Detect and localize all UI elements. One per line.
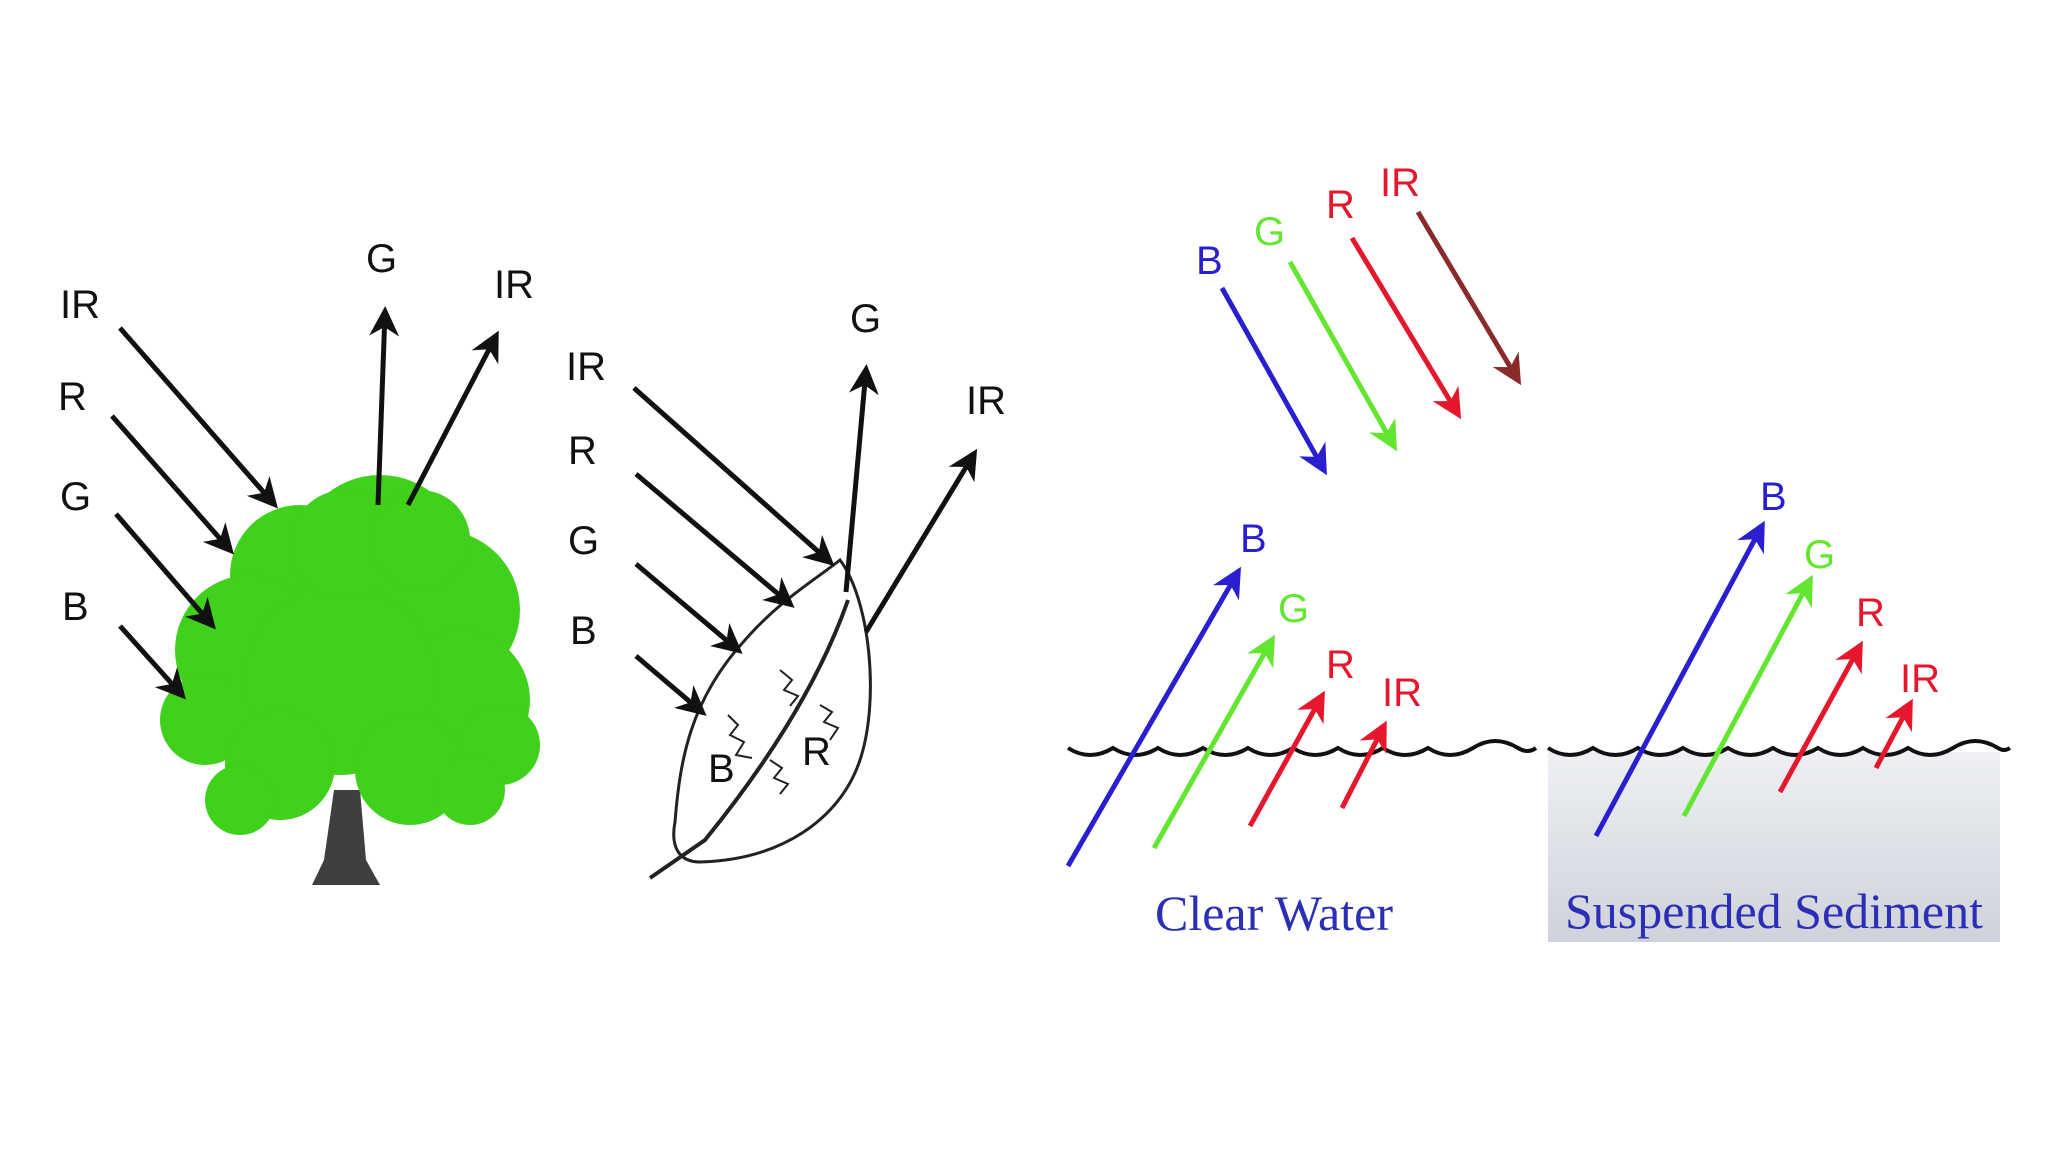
tree-incoming-label-r: R <box>58 375 87 419</box>
leaf-reflected-label-g: G <box>850 297 881 341</box>
tree-incoming-label-b: B <box>62 585 89 629</box>
sediment-label-ir: IR <box>1900 657 1940 701</box>
clear-water-surface <box>1066 739 1538 757</box>
leaf-panel: B R IR R G B G IR <box>566 297 1006 880</box>
incident-arrow-ir <box>1415 210 1522 386</box>
sediment-label-b: B <box>1760 475 1787 519</box>
leaf-incoming-label-ir: IR <box>566 345 606 389</box>
clear-water-panel: B G R IR Clear Water <box>1065 517 1538 941</box>
leaf-reflected-arrow-g <box>843 364 879 593</box>
leaf-incoming-arrow-ir <box>632 386 835 566</box>
sediment-label-g: G <box>1804 533 1835 577</box>
tree-incoming-arrow-ir <box>118 326 278 509</box>
clear-water-label-b: B <box>1240 517 1267 561</box>
incident-label-b: B <box>1196 239 1223 283</box>
leaf-incoming-label-g: G <box>568 519 599 563</box>
tree-incoming-arrow-b <box>118 624 187 700</box>
sediment-label-r: R <box>1856 591 1885 635</box>
leaf-incoming-label-b: B <box>570 609 597 653</box>
clear-water-label-g: G <box>1278 587 1309 631</box>
leaf-midrib <box>648 599 850 880</box>
tree-reflected-label-ir: IR <box>494 263 534 307</box>
clear-water-arrow-r <box>1247 690 1325 828</box>
incident-label-g: G <box>1254 210 1285 254</box>
sediment-panel: B G R IR Suspended Sediment <box>1546 475 2012 942</box>
leaf-absorbed-label-b: B <box>708 747 735 791</box>
leaf-absorbed-label-r: R <box>802 730 831 774</box>
leaf-zigzag-vein <box>779 669 800 707</box>
clear-water-arrow-b <box>1065 566 1242 868</box>
clear-water-arrow-g <box>1151 634 1275 850</box>
clear-water-label-ir: IR <box>1382 671 1422 715</box>
tree-reflected-label-g: G <box>366 237 397 281</box>
tree-incoming-label-ir: IR <box>60 283 100 327</box>
leaf-zigzag-vein <box>769 759 790 795</box>
leaf-incoming-arrow-r <box>634 472 795 608</box>
tree-trunk <box>312 790 380 885</box>
incident-arrow-r <box>1349 236 1462 420</box>
tree-canopy <box>160 475 540 835</box>
tree-incoming-arrow-r <box>110 414 234 555</box>
sediment-arrow-g <box>1681 574 1813 818</box>
clear-water-caption: Clear Water <box>1155 885 1393 941</box>
tree-panel: IR R G B G IR <box>58 237 540 885</box>
incident-light-panel: B G R IR <box>1196 161 1522 476</box>
leaf-zigzag-vein <box>819 704 840 741</box>
incident-label-ir: IR <box>1380 161 1420 205</box>
sediment-water-surface <box>1546 739 2012 757</box>
leaf-incoming-label-r: R <box>568 429 597 473</box>
sediment-arrow-b <box>1593 520 1765 838</box>
sediment-arrow-ir <box>1873 698 1913 770</box>
tree-reflected-arrow-ir <box>405 330 499 507</box>
leaf-zigzag-vein <box>727 714 753 759</box>
sediment-arrow-r <box>1777 640 1863 794</box>
incident-arrow-b <box>1219 286 1327 476</box>
leaf-outline <box>672 557 872 864</box>
leaf-reflected-arrow-ir <box>863 448 978 634</box>
clear-water-arrow-ir <box>1339 720 1387 810</box>
incident-arrow-g <box>1287 260 1397 452</box>
clear-water-label-r: R <box>1326 643 1355 687</box>
tree-incoming-label-g: G <box>60 475 91 519</box>
leaf-incoming-arrow-b <box>634 654 707 716</box>
leaf-incoming-arrow-g <box>634 562 743 654</box>
sediment-caption: Suspended Sediment <box>1565 883 1983 939</box>
tree-reflected-arrow-g <box>369 306 400 506</box>
tree-incoming-arrow-g <box>114 512 216 630</box>
leaf-reflected-label-ir: IR <box>966 379 1006 423</box>
incident-label-r: R <box>1326 183 1355 227</box>
